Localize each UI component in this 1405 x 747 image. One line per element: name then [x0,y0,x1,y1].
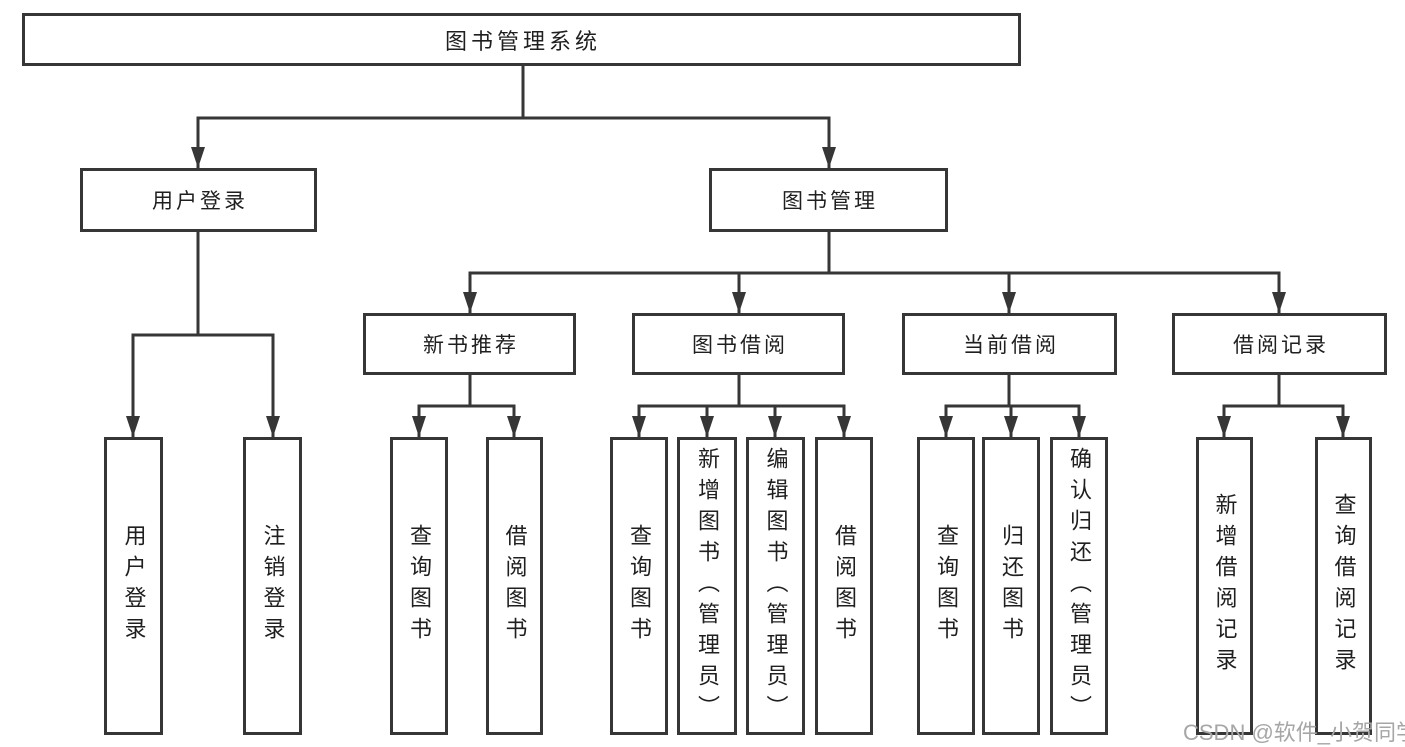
leaf-return-books: 归还图书 [982,437,1040,735]
leaf-borrow-books-borrow: 借阅图书 [815,437,873,735]
leaf-query-books-borrow-label: 查询图书 [627,524,652,648]
csdn-watermark: CSDN @软件_小贺同学 [1183,720,1405,745]
leaf-add-books-admin: 新增图书（管理员） [677,437,737,735]
leaf-add-borrow-record: 新增借阅记录 [1196,437,1253,735]
leaf-logout-label: 注销登录 [260,524,286,648]
leaf-query-borrow-record-label: 查询借阅记录 [1331,493,1357,679]
node-current-borrow-label: 当前借阅 [963,334,1059,357]
node-new-book-recommend: 新书推荐 [363,313,576,375]
node-borrow-records-label: 借阅记录 [1233,334,1329,357]
leaf-edit-books-admin-label: 编辑图书（管理员） [763,446,789,726]
leaf-user-login: 用户登录 [104,437,163,735]
leaf-confirm-return-admin: 确认归还（管理员） [1050,437,1108,735]
leaf-query-books-current-label: 查询图书 [934,524,959,648]
leaf-logout: 注销登录 [243,437,302,735]
leaf-borrow-books-recommend-label: 借阅图书 [502,524,528,648]
node-book-borrow-label: 图书借阅 [692,334,788,357]
leaf-borrow-books-recommend: 借阅图书 [486,437,543,735]
leaf-query-books-recommend: 查询图书 [390,437,448,735]
node-current-borrow: 当前借阅 [902,313,1117,375]
node-book-management: 图书管理 [709,168,948,232]
node-borrow-records: 借阅记录 [1172,313,1387,375]
node-user-login: 用户登录 [80,168,317,232]
leaf-query-books-borrow: 查询图书 [610,437,668,735]
node-root: 图书管理系统 [22,13,1021,66]
leaf-query-books-current: 查询图书 [917,437,975,735]
leaf-add-borrow-record-label: 新增借阅记录 [1212,493,1238,679]
node-user-login-label: 用户登录 [152,190,248,213]
leaf-user-login-label: 用户登录 [121,524,147,648]
node-root-label: 图书管理系统 [444,28,601,54]
node-book-borrow: 图书借阅 [632,313,845,375]
leaf-return-books-label: 归还图书 [999,524,1024,648]
node-new-book-recommend-label: 新书推荐 [423,334,519,357]
leaf-edit-books-admin: 编辑图书（管理员） [746,437,805,735]
leaf-add-books-admin-label: 新增图书（管理员） [695,446,720,726]
leaf-borrow-books-borrow-label: 借阅图书 [832,524,857,648]
leaf-query-books-recommend-label: 查询图书 [407,524,432,648]
leaf-confirm-return-admin-label: 确认归还（管理员） [1067,446,1092,726]
leaf-query-borrow-record: 查询借阅记录 [1315,437,1372,735]
node-book-management-label: 图书管理 [782,190,878,213]
